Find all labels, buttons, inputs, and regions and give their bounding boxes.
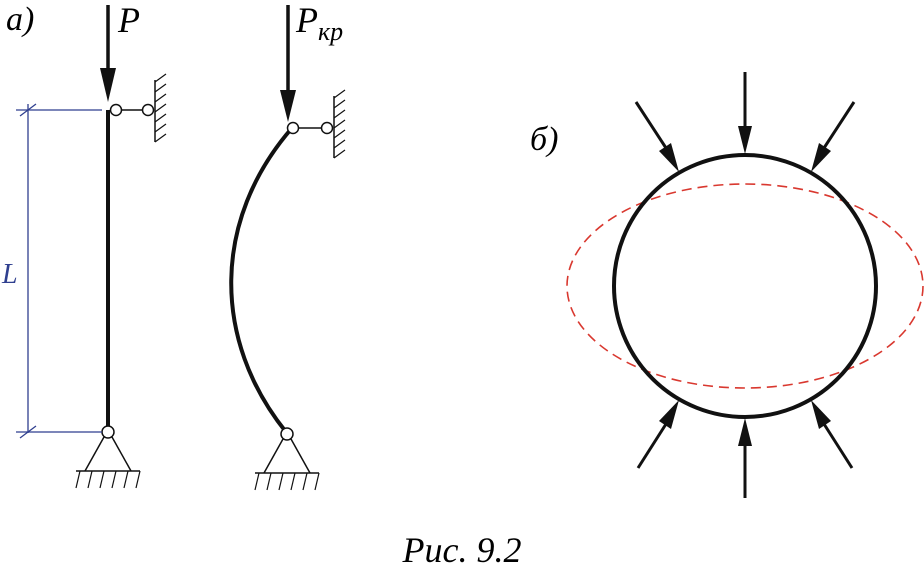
pressure-arrow-top bbox=[738, 72, 752, 154]
buckled-column bbox=[229, 126, 294, 434]
part-a-diagram: а) P bbox=[1, 0, 167, 489]
buckled-ring-shape bbox=[566, 183, 924, 389]
force-pcr-arrow bbox=[280, 5, 296, 122]
bottom-pin-support-b bbox=[254, 427, 320, 491]
pressure-arrow-bottom bbox=[738, 418, 752, 498]
pressure-arrow-bottom-left bbox=[636, 400, 679, 469]
label-force-p: P bbox=[117, 0, 140, 40]
label-force-pcr-sub: кр bbox=[318, 17, 343, 46]
part-b-diagram: б) bbox=[530, 72, 924, 498]
label-part-b: б) bbox=[530, 121, 558, 158]
bottom-pin-support-a bbox=[75, 425, 141, 489]
top-roller-support-a bbox=[109, 73, 167, 143]
label-part-a: а) bbox=[6, 1, 34, 38]
force-p-arrow bbox=[100, 5, 116, 102]
pressure-arrow-top-left bbox=[634, 101, 679, 172]
pressure-arrow-bottom-right bbox=[811, 400, 854, 469]
figure-caption: Рис. 9.2 bbox=[402, 530, 522, 570]
label-force-pcr-main: P bbox=[295, 0, 318, 40]
pressure-arrow-top-right bbox=[811, 101, 856, 172]
label-length: L bbox=[1, 259, 18, 290]
length-dimension bbox=[16, 103, 102, 439]
top-roller-support-b bbox=[286, 89, 346, 159]
ring bbox=[612, 153, 878, 419]
label-force-pcr: Pкр bbox=[295, 0, 343, 46]
buckled-column-diagram: Pкр bbox=[229, 0, 346, 491]
